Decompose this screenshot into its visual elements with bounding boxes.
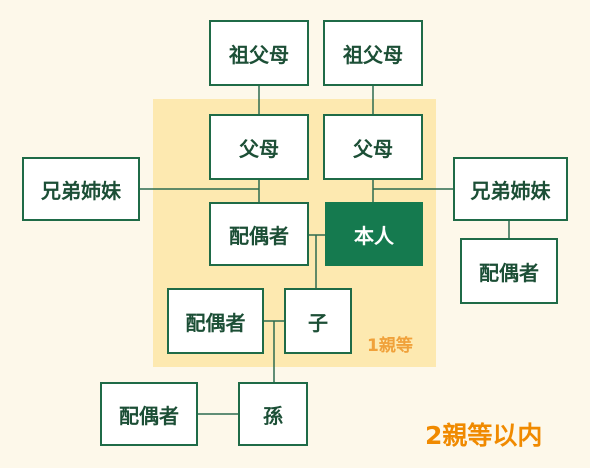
grandchild-box: 孫 (238, 382, 308, 446)
siblings-right-box: 兄弟姉妹 (453, 157, 568, 221)
grandparents-right-box: 祖父母 (323, 20, 423, 86)
siblings-left-box: 兄弟姉妹 (22, 157, 140, 221)
grandparents-left-box: 祖父母 (209, 20, 309, 86)
parents-left-box: 父母 (209, 114, 309, 180)
parents-right-box: 父母 (323, 114, 423, 180)
sibling-spouse-box: 配偶者 (460, 238, 558, 304)
child-box: 子 (284, 288, 352, 354)
grandchild-spouse-box: 配偶者 (100, 382, 198, 446)
child-spouse-box: 配偶者 (167, 288, 264, 354)
first-degree-label: 1親等 (367, 336, 413, 356)
second-degree-label: 2親等以内 (425, 421, 543, 450)
spouse-box: 配偶者 (209, 202, 309, 266)
self-box: 本人 (325, 202, 423, 266)
